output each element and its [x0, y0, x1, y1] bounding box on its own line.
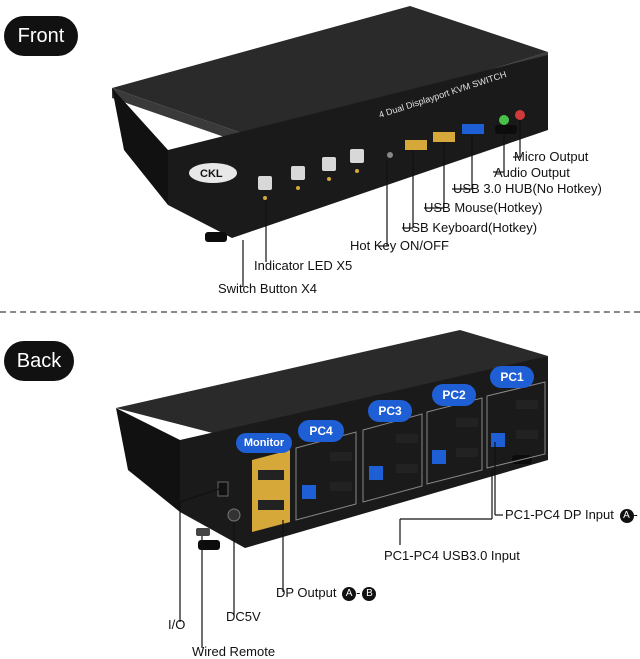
tag-pc1: PC1 — [490, 366, 534, 388]
badge-b: B — [362, 587, 376, 601]
label-usb-input: PC1-PC4 USB3.0 Input — [384, 548, 520, 563]
badge-a: A — [620, 509, 634, 523]
front-device: CKL 4 Dual Displayport KVM SWITCH — [112, 6, 548, 287]
label-wired-remote: Wired Remote — [192, 644, 275, 659]
label-audio-output: Audio Output — [494, 165, 570, 180]
label-dp-input: PC1-PC4 DP Input A-B — [505, 507, 640, 523]
tag-monitor: Monitor — [236, 433, 292, 453]
brand-logo: CKL — [200, 168, 223, 180]
tag-pc3: PC3 — [368, 400, 412, 422]
tag-pc4: PC4 — [298, 420, 344, 442]
label-io: I/O — [168, 617, 185, 632]
label-usb-keyboard: USB Keyboard(Hotkey) — [402, 220, 537, 235]
label-micro-output: Micro Output — [514, 149, 588, 164]
label-usb-hub: USB 3.0 HUB(No Hotkey) — [453, 181, 602, 196]
label-hot-key: Hot Key ON/OFF — [350, 238, 449, 253]
label-dp-output: DP Output A-B — [276, 585, 376, 601]
label-indicator-led: Indicator LED X5 — [254, 258, 352, 273]
tag-pc2: PC2 — [432, 384, 476, 406]
label-usb-mouse: USB Mouse(Hotkey) — [424, 200, 542, 215]
label-dc5v: DC5V — [226, 609, 261, 624]
label-switch-button: Switch Button X4 — [218, 281, 317, 296]
badge-a: A — [342, 587, 356, 601]
